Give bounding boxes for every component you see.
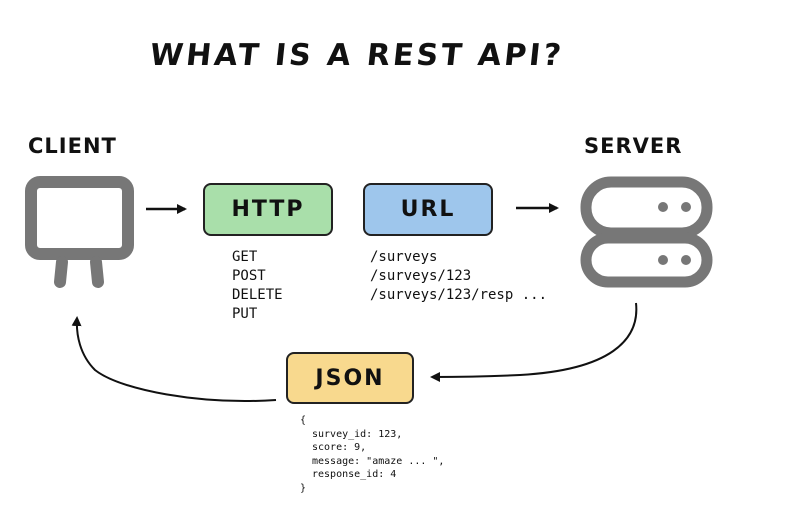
http-box: HTTP [203,183,333,236]
url-path-item: /surveys [370,249,438,265]
json-label: JSON [315,365,385,391]
http-method-item: PUT [232,306,258,322]
arrow-json-to-client [71,316,277,402]
json-field: response_id: 4 [312,469,397,480]
json-field: survey_id: 123, [312,428,403,440]
url-label: URL [400,197,456,222]
url-box: URL [363,183,493,236]
json-field: message: "amaze ... ", [312,455,445,467]
http-methods-list: GET POST DELETE PUT [232,248,283,324]
monitor-icon [25,176,134,288]
json-box: JSON [286,352,414,404]
json-field: score: 9, [312,442,367,453]
server-label: SERVER [584,134,683,158]
arrow-server-to-json [430,302,638,382]
json-close-brace: } [300,482,307,494]
http-method-item: GET [232,249,258,265]
json-payload: { survey_id: 123, score: 9, message: "am… [300,414,444,495]
server-icon [580,176,713,288]
http-method-item: POST [232,268,266,284]
http-method-item: DELETE [232,287,283,303]
url-path-item: /surveys/123 [370,268,472,284]
url-path-item: /surveys/123/resp ... [370,287,548,303]
client-label: CLIENT [28,134,117,158]
url-paths-list: /surveys /surveys/123 /surveys/123/resp … [370,248,547,305]
json-open-brace: { [300,415,307,426]
http-label: HTTP [231,197,305,222]
